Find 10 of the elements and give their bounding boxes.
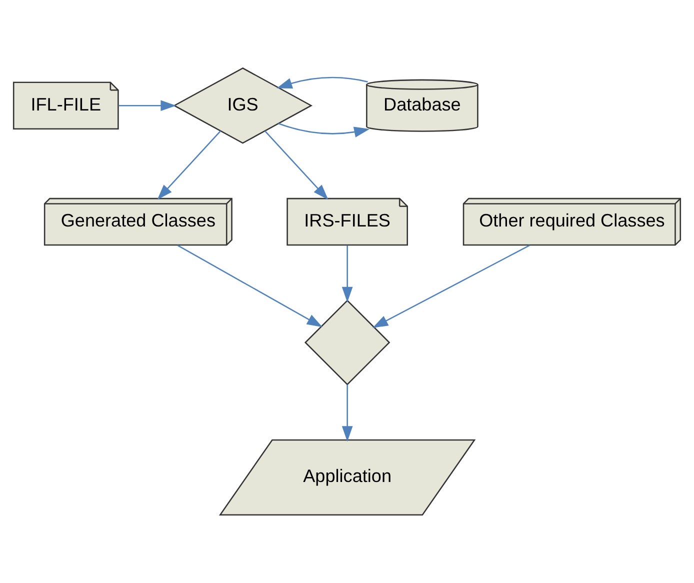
arrow: [276, 76, 368, 89]
arrow: [177, 244, 322, 328]
arrow: [157, 130, 222, 200]
arrow: [342, 245, 353, 302]
arrow: [278, 122, 370, 138]
arrow: [264, 130, 328, 200]
arrow: [118, 100, 176, 112]
node-diamond: IGS: [173, 67, 313, 144]
arrow: [342, 384, 353, 442]
arrow: [372, 244, 530, 328]
